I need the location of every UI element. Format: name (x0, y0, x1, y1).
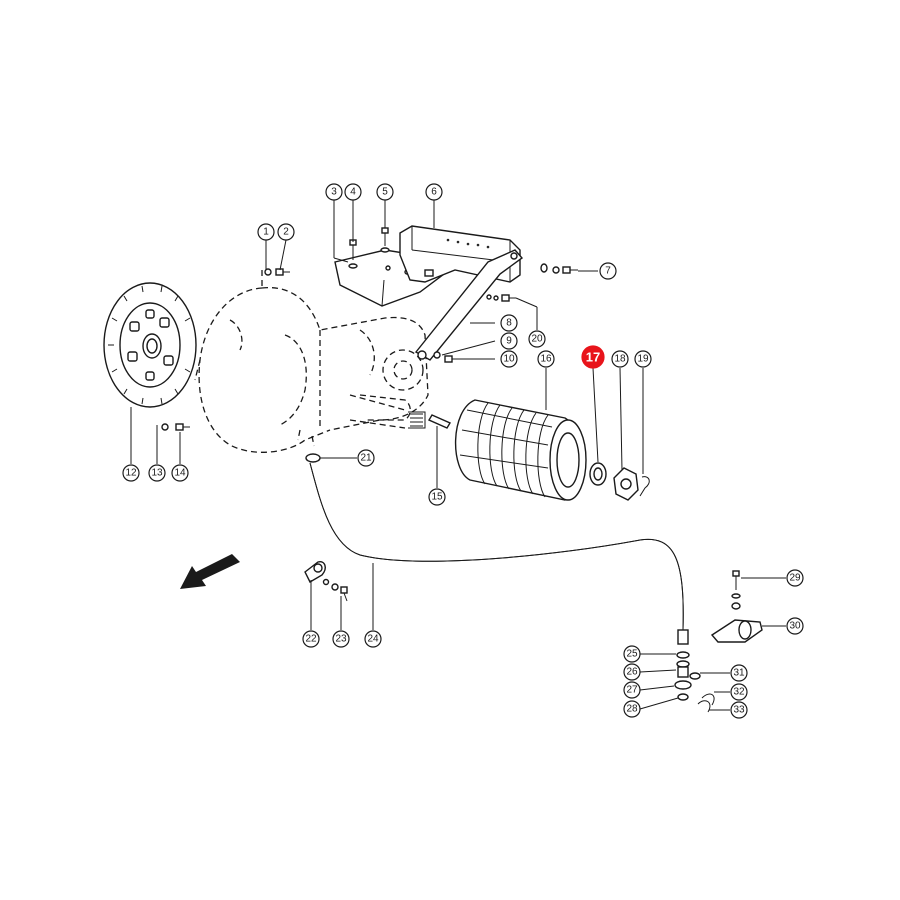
callout-8[interactable]: 8 (500, 314, 518, 332)
washer-bolt-13-14 (161, 423, 190, 431)
callout-12[interactable]: 12 (122, 464, 140, 482)
callout-17[interactable]: 17 (581, 345, 605, 369)
callout-28[interactable]: 28 (623, 700, 641, 718)
callout-21[interactable]: 21 (357, 449, 375, 467)
callout-30[interactable]: 30 (786, 617, 804, 635)
callout-24[interactable]: 24 (364, 630, 382, 648)
callout-4[interactable]: 4 (344, 183, 362, 201)
drive-pulley (454, 399, 587, 501)
output-shaft (349, 394, 406, 429)
callout-16[interactable]: 16 (537, 350, 555, 368)
cotter-pin-19 (639, 476, 650, 497)
bolt-washer-9-10-20 (433, 294, 516, 363)
washer-bolt-1-2 (264, 268, 290, 276)
callout-23[interactable]: 23 (332, 630, 350, 648)
castle-nut-18 (613, 467, 639, 501)
callout-9[interactable]: 9 (500, 332, 518, 350)
leader-lines (130, 200, 786, 711)
fitting-25-28 (674, 651, 692, 701)
clips-31-33 (689, 672, 715, 713)
bell-housing (194, 270, 429, 453)
callout-5[interactable]: 5 (376, 183, 394, 201)
callout-7[interactable]: 7 (599, 262, 617, 280)
callout-25[interactable]: 25 (623, 645, 641, 663)
callout-2[interactable]: 2 (277, 223, 295, 241)
callout-14[interactable]: 14 (171, 464, 189, 482)
callout-27[interactable]: 27 (623, 681, 641, 699)
callout-26[interactable]: 26 (623, 663, 641, 681)
callout-18[interactable]: 18 (611, 350, 629, 368)
callout-10[interactable]: 10 (500, 350, 518, 368)
callout-32[interactable]: 32 (730, 683, 748, 701)
bolt-washer-7 (540, 263, 578, 274)
washer-17 (589, 462, 607, 486)
oil-hose (305, 453, 689, 645)
hose-clamp-29-30 (710, 570, 763, 643)
callout-15[interactable]: 15 (428, 488, 446, 506)
callout-20[interactable]: 20 (528, 330, 546, 348)
callout-33[interactable]: 33 (730, 701, 748, 719)
callout-6[interactable]: 6 (425, 183, 443, 201)
strut (414, 249, 524, 361)
shaft-key (427, 414, 452, 429)
clutch-disc (103, 282, 197, 408)
callout-22[interactable]: 22 (302, 630, 320, 648)
fitting-22-23 (304, 561, 348, 602)
callout-31[interactable]: 31 (730, 664, 748, 682)
mounting-beam (399, 225, 521, 283)
callout-19[interactable]: 19 (634, 350, 652, 368)
callout-3[interactable]: 3 (325, 183, 343, 201)
callout-29[interactable]: 29 (786, 569, 804, 587)
callout-1[interactable]: 1 (257, 223, 275, 241)
callout-13[interactable]: 13 (148, 464, 166, 482)
direction-arrow-icon (180, 554, 240, 589)
